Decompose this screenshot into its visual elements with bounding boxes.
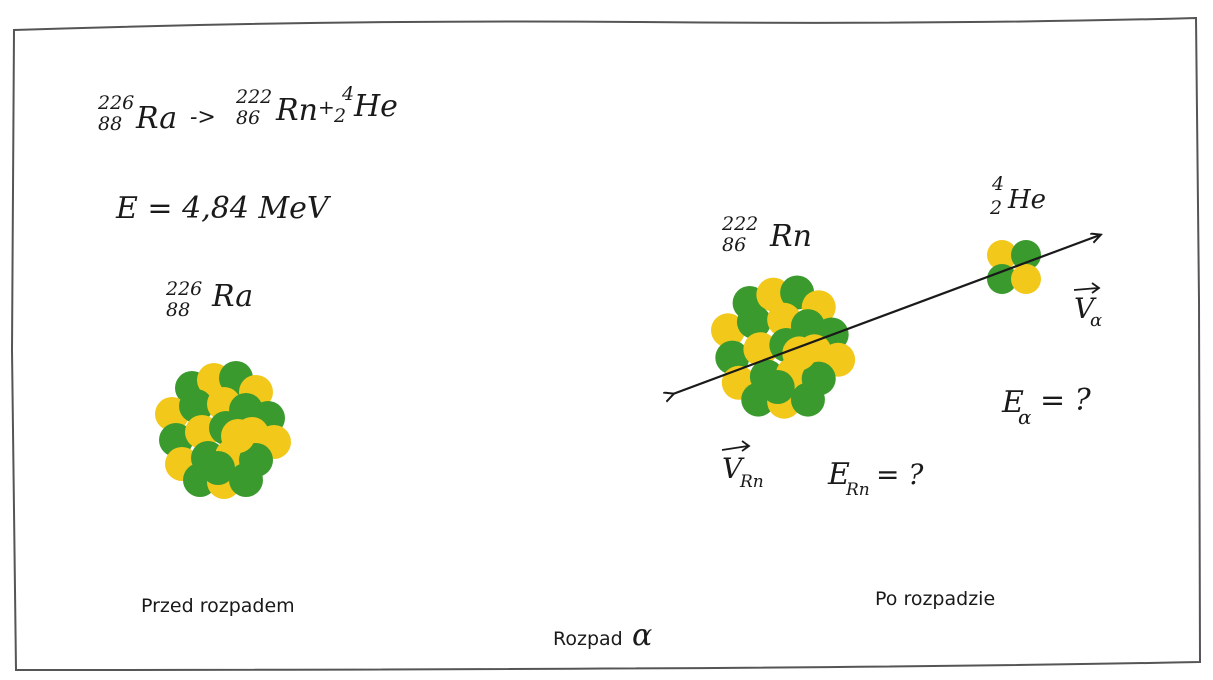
ra-symbol: Ra bbox=[135, 101, 177, 136]
v-rn-label: V Rn bbox=[721, 440, 764, 492]
neutron bbox=[201, 451, 235, 485]
e-rn-letter: E bbox=[827, 457, 850, 492]
e-alpha-label: E α = ? bbox=[1001, 383, 1092, 429]
decay-equation: 226 88 Ra -> 222 86 Rn + 4 2 He bbox=[97, 83, 398, 136]
he-label-mass: 4 bbox=[991, 173, 1004, 195]
ra-label-symbol: Ra bbox=[211, 279, 253, 314]
he-label-atomic: 2 bbox=[989, 197, 1002, 219]
v-alpha-label: V α bbox=[1073, 282, 1102, 331]
rn-label-mass: 222 bbox=[721, 213, 758, 235]
page-frame bbox=[10, 16, 1202, 672]
rn-label-atomic: 86 bbox=[722, 234, 746, 256]
title-alpha-symbol: α bbox=[632, 618, 652, 653]
rn-nucleus bbox=[711, 275, 856, 419]
he-mass-number: 4 bbox=[341, 83, 354, 105]
neutron bbox=[790, 382, 825, 417]
e-rn-subscript: Rn bbox=[845, 480, 870, 500]
proton bbox=[1011, 264, 1041, 294]
v-rn-vector-arrow bbox=[721, 440, 751, 452]
title-prefix: Rozpad bbox=[553, 628, 623, 650]
rn-symbol: Rn bbox=[275, 93, 318, 128]
e-alpha-subscript: α bbox=[1018, 405, 1032, 429]
ra-mass-number: 226 bbox=[97, 92, 134, 114]
he-symbol: He bbox=[353, 89, 398, 124]
v-alpha-vector-arrow bbox=[1073, 282, 1101, 294]
v-alpha-letter: V bbox=[1074, 292, 1097, 325]
before-caption: Przed rozpadem bbox=[141, 595, 295, 617]
figure-title: Rozpad α bbox=[553, 618, 652, 653]
he-nucleus-label: 4 2 He bbox=[989, 173, 1046, 219]
rn-atomic-number: 86 bbox=[236, 107, 260, 129]
after-caption: Po rozpadzie bbox=[875, 588, 995, 610]
neutron bbox=[760, 370, 795, 404]
ra-nucleus-label: 226 88 Ra bbox=[165, 278, 253, 321]
ra-nucleus bbox=[155, 361, 291, 499]
v-rn-letter: V bbox=[722, 452, 745, 485]
rn-label-symbol: Rn bbox=[769, 219, 812, 254]
rn-mass-number: 222 bbox=[235, 86, 272, 108]
e-rn-rest: = ? bbox=[876, 458, 924, 491]
neutron bbox=[229, 463, 263, 497]
decay-energy: E = 4,84 MeV bbox=[115, 191, 332, 226]
e-alpha-letter: E bbox=[1001, 385, 1024, 420]
he-label-symbol: He bbox=[1007, 185, 1046, 215]
v-rn-subscript: Rn bbox=[739, 472, 764, 492]
he-atomic-number: 2 bbox=[333, 105, 346, 127]
e-alpha-rest: = ? bbox=[1040, 383, 1092, 418]
rn-nucleus-label: 222 86 Rn bbox=[721, 213, 812, 256]
e-rn-label: E Rn = ? bbox=[827, 457, 924, 500]
ra-atomic-number: 88 bbox=[98, 113, 122, 135]
ra-label-mass: 226 bbox=[165, 278, 202, 300]
ra-label-atomic: 88 bbox=[166, 299, 190, 321]
neutron bbox=[179, 389, 213, 423]
plus-sign: + bbox=[318, 95, 335, 119]
reaction-arrow: -> bbox=[190, 105, 216, 130]
velocity-line bbox=[673, 235, 1100, 394]
proton bbox=[221, 419, 255, 453]
v-alpha-subscript: α bbox=[1090, 310, 1102, 331]
